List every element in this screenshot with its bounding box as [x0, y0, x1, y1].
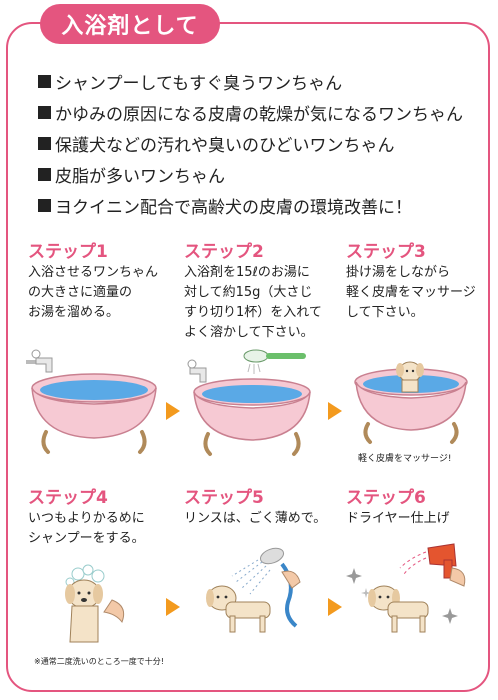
- faucet-icon: [187, 359, 207, 383]
- list-item: シャンプーしてもすぐ臭うワンちゃん: [38, 66, 478, 97]
- bathtub-icon: [187, 349, 311, 456]
- arrow-icon: [166, 402, 180, 420]
- list-item: 皮脂が多いワンちゃん: [38, 159, 478, 190]
- sparkle-icon: [346, 568, 458, 624]
- step-title: ステップ1: [28, 242, 108, 262]
- square-bullet-icon: [38, 106, 51, 119]
- step-title: ステップ3: [346, 242, 426, 262]
- list-item: かゆみの原因になる皮膚の乾燥が気になるワンちゃん: [38, 97, 478, 128]
- dog-icon: [368, 585, 429, 633]
- step-title: ステップ5: [184, 488, 264, 508]
- bathtub-icon: [26, 349, 157, 454]
- square-bullet-icon: [38, 199, 51, 212]
- step-4: ステップ4 いつもよりかるめに シャンプーをする。: [28, 487, 178, 549]
- arrow-icon: [328, 402, 342, 420]
- step-4-note: ※通常二度洗いのところ一度で十分!: [34, 657, 164, 666]
- step-description: いつもよりかるめに シャンプーをする。: [28, 511, 145, 546]
- step-title: ステップ2: [184, 242, 264, 262]
- step-description: ドライヤー仕上げ: [346, 511, 450, 526]
- target-list: シャンプーしてもすぐ臭うワンちゃん かゆみの原因になる皮膚の乾燥が気になるワンち…: [38, 66, 478, 221]
- step-6: ステップ6 ドライヤー仕上げ: [346, 487, 496, 529]
- arrow-icon: [328, 598, 342, 616]
- dog-icon: [396, 361, 424, 393]
- step-2: ステップ2 入浴剤を15ℓのお湯に 対して約15g（大さじ すり切り1杯）を入れ…: [184, 241, 344, 343]
- list-item: 保護犬などの汚れや臭いのひどいワンちゃん: [38, 128, 478, 159]
- section-title: 入浴剤として: [40, 4, 220, 44]
- dog-icon: [65, 564, 125, 643]
- step-title: ステップ4: [28, 488, 108, 508]
- square-bullet-icon: [38, 75, 51, 88]
- step-3-caption: 軽く皮膚をマッサージ!: [358, 454, 452, 464]
- step-title: ステップ6: [346, 488, 426, 508]
- step-description: 入浴剤を15ℓのお湯に 対して約15g（大さじ すり切り1杯）を入れて よく溶か…: [184, 265, 322, 340]
- scoop-icon: [243, 349, 306, 374]
- hair-dryer-icon: [346, 543, 466, 633]
- dog-icon: [206, 585, 271, 633]
- square-bullet-icon: [38, 168, 51, 181]
- square-bullet-icon: [38, 137, 51, 150]
- step-description: 入浴させるワンちゃん の大きさに適量の お湯を溜める。: [28, 265, 159, 320]
- step-description: 掛け湯をしながら 軽く皮膚をマッサージ して下さい。: [346, 265, 476, 320]
- shower-icon: [206, 547, 301, 633]
- arrow-icon: [166, 598, 180, 616]
- list-item: ヨクイニン配合で高齢犬の皮膚の環境改善に！: [38, 190, 478, 221]
- step-description: リンスは、ごく薄めで。: [184, 511, 327, 526]
- faucet-icon: [26, 349, 53, 373]
- step-1: ステップ1 入浴させるワンちゃん の大きさに適量の お湯を溜める。: [28, 241, 178, 323]
- step-5: ステップ5 リンスは、ごく薄めで。: [184, 487, 334, 529]
- bathtub-icon: [354, 361, 468, 444]
- step-3: ステップ3 掛け湯をしながら 軽く皮膚をマッサージ して下さい。: [346, 241, 496, 323]
